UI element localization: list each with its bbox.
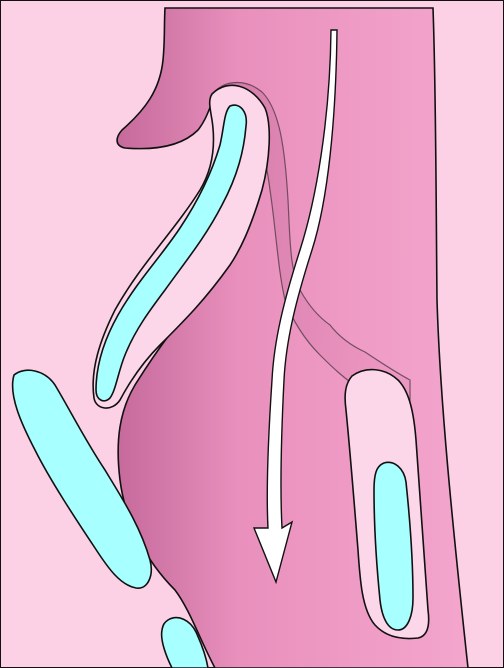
right-gland — [374, 462, 413, 630]
